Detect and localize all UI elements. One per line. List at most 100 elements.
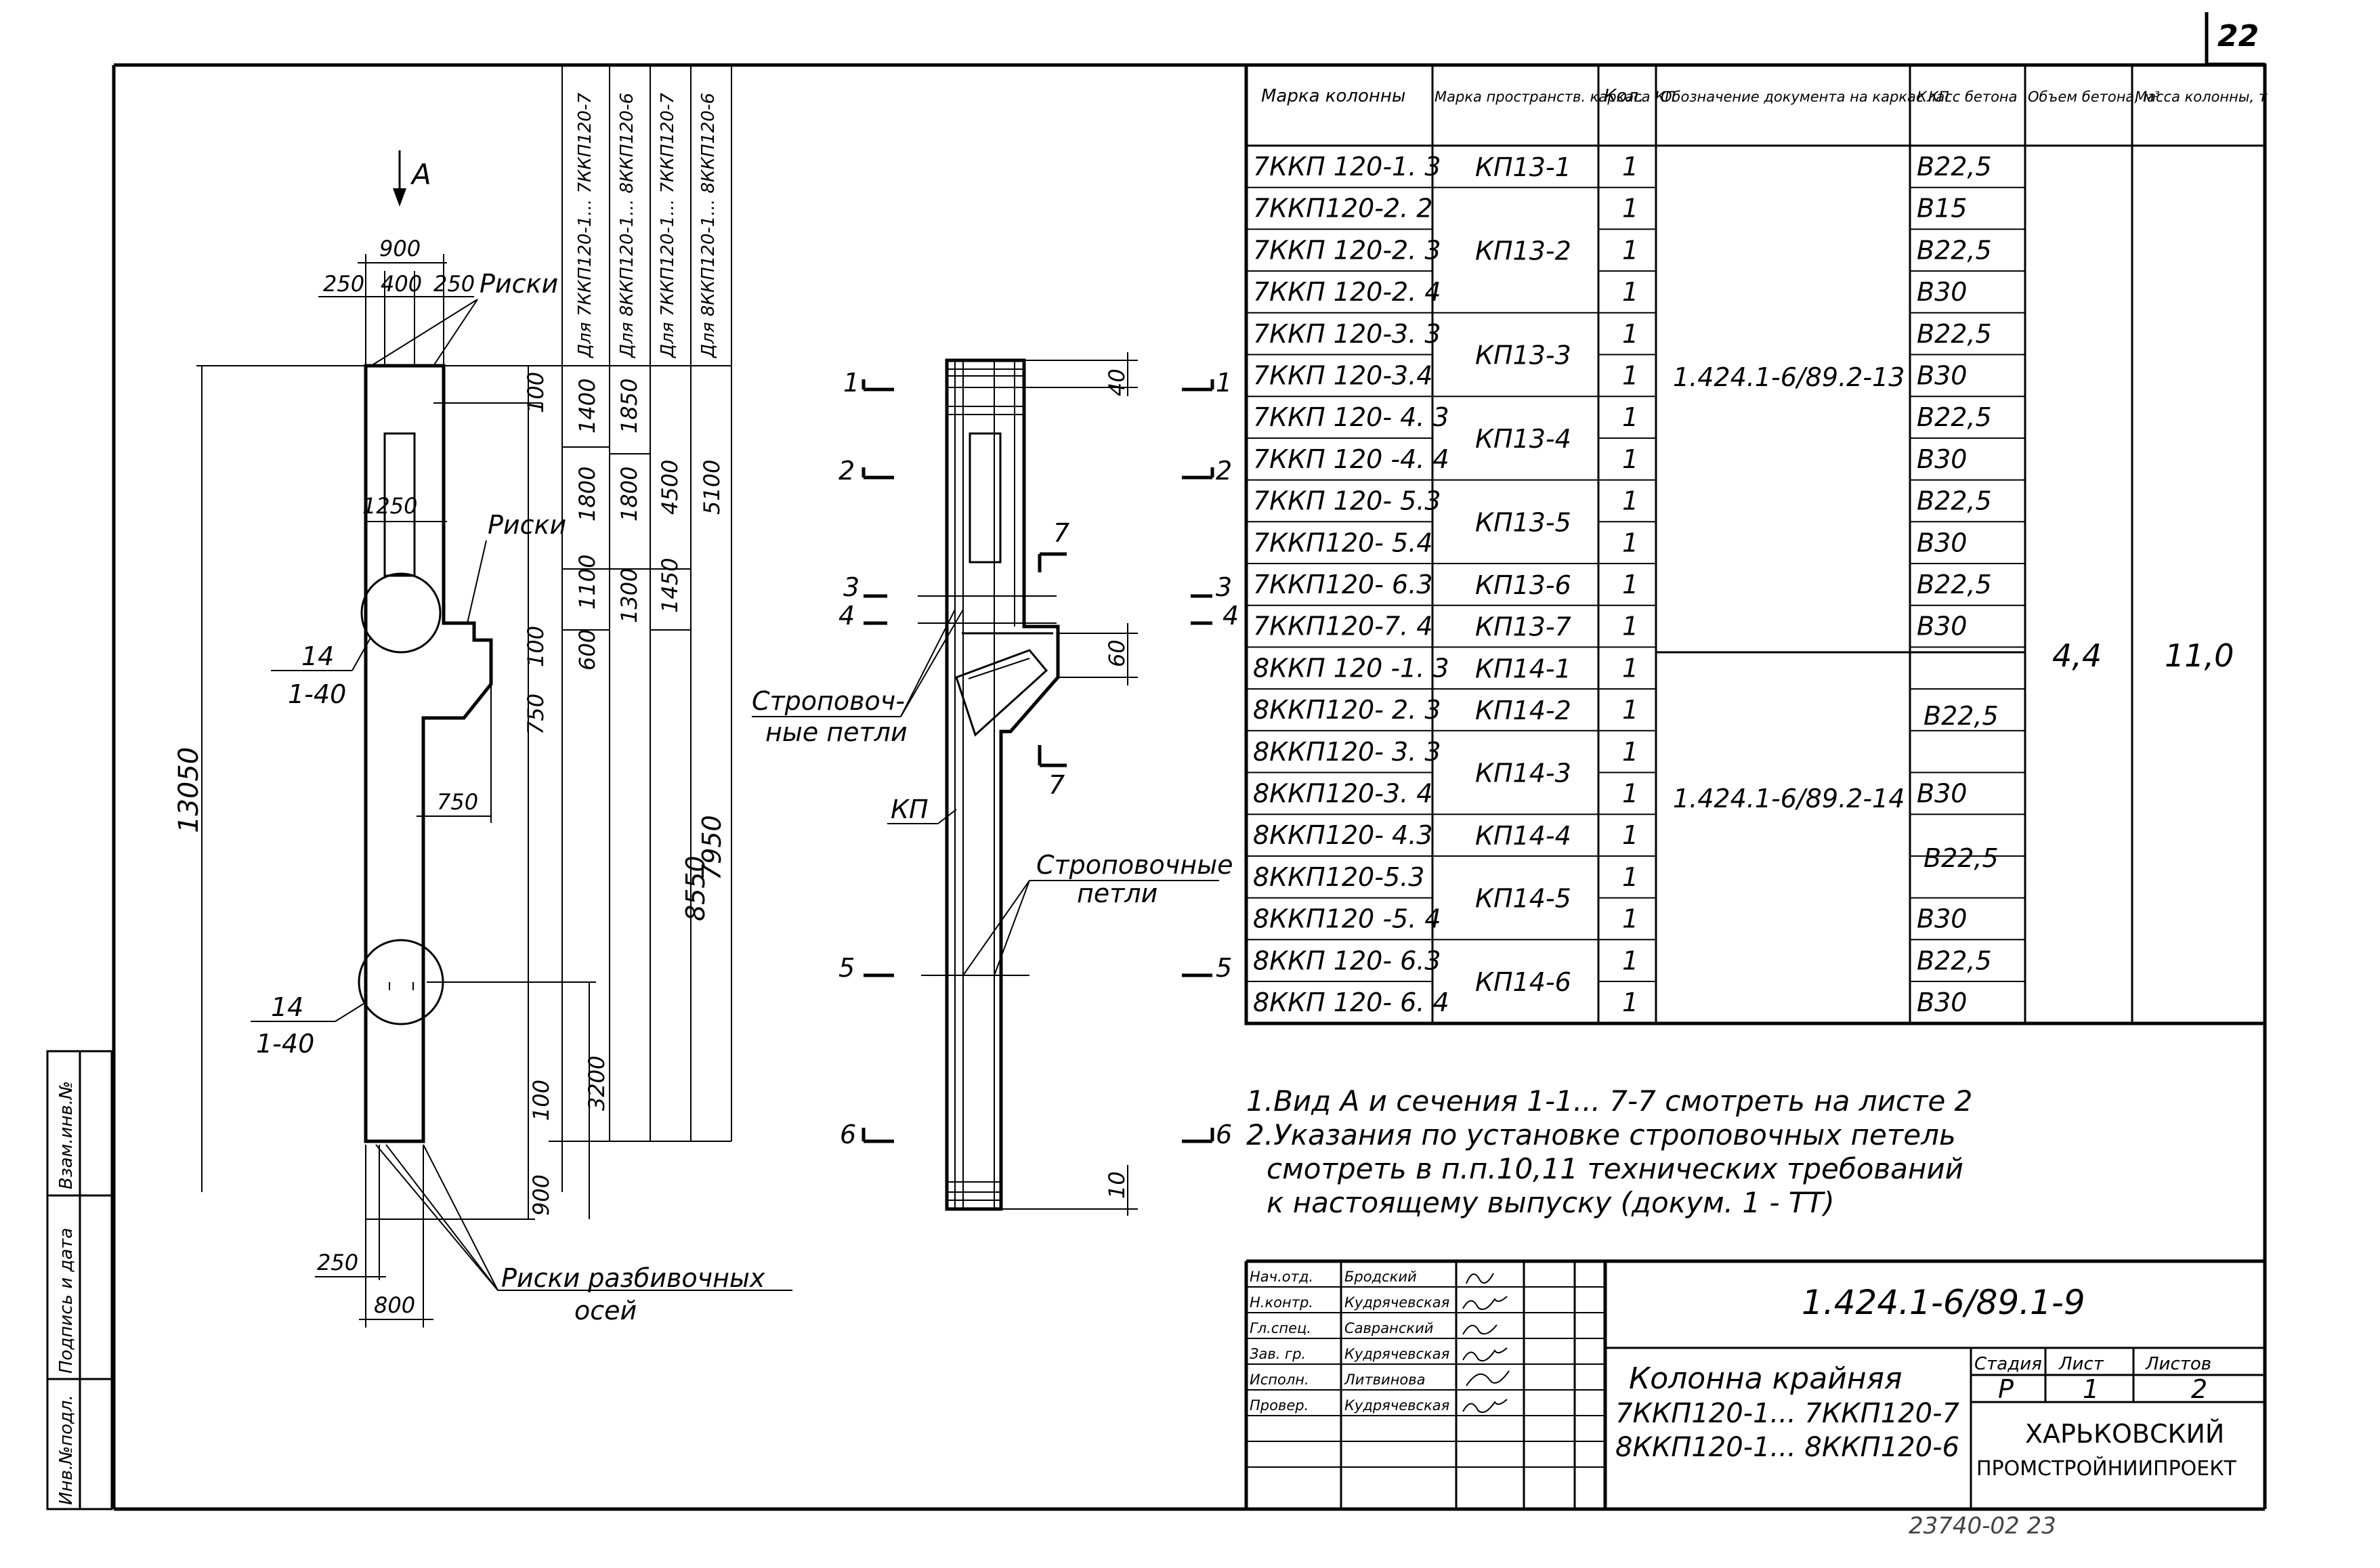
notes: 1.Вид А и сечения 1-1... 7-7 смотреть на… xyxy=(1246,1084,1972,1219)
row-qty: 1 xyxy=(1622,779,1638,809)
row-class: B30 xyxy=(1917,277,1967,307)
node2-sheet: 1-40 xyxy=(256,1029,314,1059)
dim-100-low: 100 xyxy=(528,1080,554,1121)
strop-label-2b: петли xyxy=(1077,878,1157,908)
dim-10: 10 xyxy=(1104,1171,1130,1199)
row-class: B22,5 xyxy=(1917,402,1992,432)
cut-7-top: 7 xyxy=(1053,518,1069,548)
col2-1850: 1850 xyxy=(616,379,642,433)
org-line-2: ПРОМСТРОЙНИИПРОЕКТ xyxy=(1976,1456,2237,1481)
name-1: Бродский xyxy=(1344,1269,1417,1285)
row-qty: 1 xyxy=(1622,486,1638,516)
row-mark: 7ККП120- 5.4 xyxy=(1253,528,1432,557)
row-mark: 8ККП 120 -1. 3 xyxy=(1253,653,1449,683)
row-class: B30 xyxy=(1917,779,1967,809)
row-qty: 1 xyxy=(1622,444,1638,474)
row-qty: 1 xyxy=(1622,653,1638,683)
col3-8550: 8550 xyxy=(681,855,710,921)
dim-750-vert: 750 xyxy=(523,694,549,735)
name-4: Кудрячевская xyxy=(1344,1346,1449,1362)
kp-group-label: КП14-3 xyxy=(1475,759,1571,788)
kp-group-label: КП14-6 xyxy=(1475,967,1571,997)
side-stamp: Инв.№подл. Подпись и дата Взам.инв.№ xyxy=(46,1050,113,1510)
view-a-label: А xyxy=(410,158,431,191)
name-6: Кудрячевская xyxy=(1344,1397,1449,1414)
row-qty: 1 xyxy=(1622,612,1638,641)
signatures xyxy=(1462,1273,1510,1413)
kp-label: КП xyxy=(891,794,929,824)
row-mark: 8ККП120- 3. 3 xyxy=(1253,737,1441,767)
col1-1400: 1400 xyxy=(574,379,600,433)
org-line-1: ХАРЬКОВСКИЙ xyxy=(2025,1419,2224,1449)
row-class: B22,5 xyxy=(1917,235,1992,265)
dim-40: 40 xyxy=(1104,368,1130,396)
cut-5: 5 5 xyxy=(838,953,1232,983)
row-mark: 8ККП120- 2. 3 xyxy=(1253,695,1441,725)
cut-6-right: 6 xyxy=(1216,1120,1232,1149)
volume-value: 4,4 xyxy=(2052,637,2102,674)
cut-3: 3 3 xyxy=(843,572,1232,602)
row-class: B22,5 xyxy=(1917,946,1992,975)
row-qty: 1 xyxy=(1622,277,1638,307)
side-stamp-signature: Подпись и дата xyxy=(56,1228,77,1374)
node1-number: 14 xyxy=(301,641,334,671)
row-mark: 7ККП 120- 4. 3 xyxy=(1253,402,1449,432)
row-class: B22,5 xyxy=(1917,486,1992,516)
kp-groups: КП13-1КП13-2КП13-3КП13-4КП13-5КП13-6КП13… xyxy=(1432,152,1598,1024)
note-1: 1.Вид А и сечения 1-1... 7-7 смотреть на… xyxy=(1246,1084,1972,1118)
kp-group-label: КП13-6 xyxy=(1475,570,1571,600)
name-3: Савранский xyxy=(1344,1320,1433,1336)
th-doc: Обозначение документа на каркас КП xyxy=(1661,89,1949,105)
cut-7-bottom: 7 xyxy=(1048,770,1065,800)
riski-bottom-line1: Риски разбивочных xyxy=(501,1263,765,1293)
dim-400: 400 xyxy=(381,271,422,297)
row-mark: 7ККП 120-2. 3 xyxy=(1253,235,1441,265)
dim-60: 60 xyxy=(1104,639,1130,667)
cut-1: 1 1 xyxy=(843,368,1232,398)
kp-group-label: КП13-7 xyxy=(1475,612,1571,642)
title-line-2: 7ККП120-1... 7ККП120-7 xyxy=(1615,1398,1960,1429)
row-qty: 1 xyxy=(1622,988,1638,1017)
th-kp-mark: Марка пространств. каркаса КП xyxy=(1435,89,1676,105)
spec-table: Марка колонны Марка пространств. каркаса… xyxy=(1244,63,2268,1025)
cut-4-right: 4 xyxy=(1223,601,1239,631)
kp-group-label: КП14-5 xyxy=(1475,884,1571,914)
row-qty: 1 xyxy=(1622,319,1638,349)
cut-1-left: 1 xyxy=(843,368,859,398)
cut-3-right: 3 xyxy=(1216,572,1232,602)
th-volume: Объем бетона, м³ xyxy=(2028,89,2160,105)
row-mark: 8ККП120 -5. 4 xyxy=(1253,904,1441,934)
table-row: 8ККП120- 3. 3 1 xyxy=(1246,737,2025,774)
col3-4500: 4500 xyxy=(657,460,683,515)
sheets-value: 2 xyxy=(2191,1374,2207,1404)
side-stamp-replace: Взам.инв.№ xyxy=(56,1081,77,1189)
dim-750-horiz: 750 xyxy=(437,789,478,815)
dim-900: 900 xyxy=(379,236,421,261)
row-class: B30 xyxy=(1917,361,1967,391)
strop-label-1a: Строповоч- xyxy=(752,686,905,716)
col4-5100: 5100 xyxy=(699,460,725,515)
title-line-3: 8ККП120-1... 8ККП120-6 xyxy=(1615,1432,1959,1463)
dim-3200: 3200 xyxy=(584,1056,610,1111)
class-merged-1: B22,5 xyxy=(1924,701,1999,731)
strop-label-1b: ные петли xyxy=(765,717,908,747)
col1-600: 600 xyxy=(574,629,600,671)
row-class: B30 xyxy=(1917,988,1967,1017)
kp-group-label: КП13-2 xyxy=(1475,236,1571,266)
kp-group-label: КП13-3 xyxy=(1475,341,1571,370)
row-class: B22,5 xyxy=(1917,152,1992,182)
row-mark: 7ККП 120-1. 3 xyxy=(1253,152,1441,182)
row-mark: 8ККП 120- 6.3 xyxy=(1253,946,1441,975)
doc-code-13: 1.424.1-6/89.2-13 xyxy=(1673,362,1905,392)
sheets-header: Листов xyxy=(2145,1354,2211,1374)
riski-mid-label: Риски xyxy=(488,510,566,540)
row-qty: 1 xyxy=(1622,737,1638,767)
cut-2-right: 2 xyxy=(1216,456,1232,486)
